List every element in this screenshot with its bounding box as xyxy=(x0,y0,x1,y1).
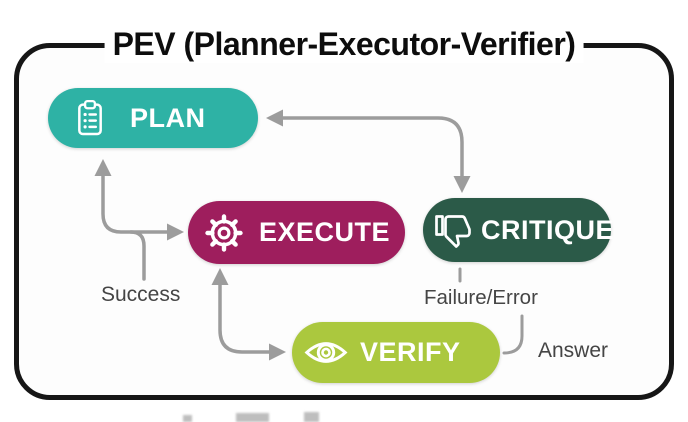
thumbs-down-icon xyxy=(435,211,471,249)
node-plan: PLAN xyxy=(48,88,258,148)
node-critique-label: CRITIQUE xyxy=(481,214,615,245)
clipboard-list-icon xyxy=(74,96,106,140)
edge-label-failure-error: Failure/Error xyxy=(424,286,538,309)
node-verify: VERIFY xyxy=(292,322,500,383)
cutoff-mark xyxy=(183,415,192,422)
cutoff-mark xyxy=(304,412,319,422)
edge-label-success: Success xyxy=(101,283,181,306)
eye-icon xyxy=(304,336,348,369)
cutoff-mark xyxy=(236,413,269,422)
node-execute: EXECUTE xyxy=(188,201,405,264)
gear-icon xyxy=(202,211,246,255)
edge-label-answer: Answer xyxy=(538,339,609,362)
node-critique: CRITIQUE xyxy=(423,198,615,262)
node-execute-label: EXECUTE xyxy=(259,217,391,247)
diagram-title: PEV (Planner-Executor-Verifier) xyxy=(104,26,584,63)
node-plan-label: PLAN xyxy=(130,102,206,133)
node-verify-label: VERIFY xyxy=(360,337,461,367)
